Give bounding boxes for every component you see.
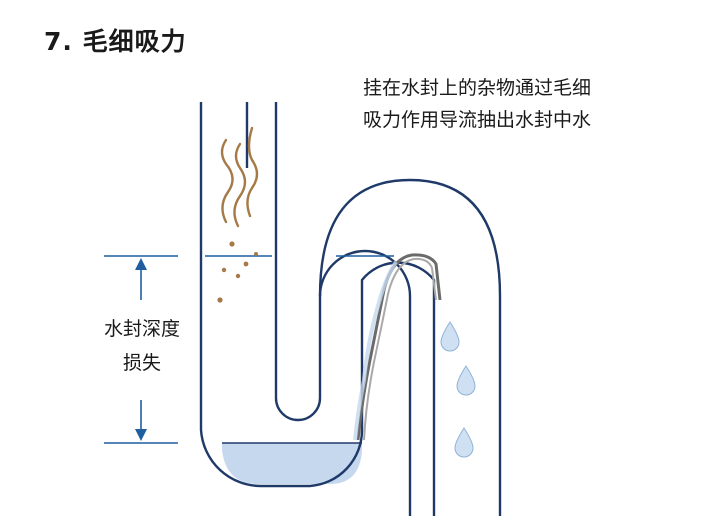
debris-particle: [229, 241, 235, 247]
droplet-icon: [456, 365, 476, 396]
droplet-icon: [440, 321, 460, 352]
odor-wave-2: [233, 142, 247, 228]
debris-wick-wet: [353, 260, 398, 441]
page-title: 7. 毛细吸力: [44, 27, 187, 56]
caption-line-2: 吸力作用导流抽出水封中水: [363, 109, 592, 131]
pipe-outer-crown: [318, 178, 502, 516]
debris-particle: [217, 297, 223, 303]
loss-label-line-1: 水封深度: [103, 318, 180, 340]
debris-wick-light: [363, 257, 437, 441]
debris-particle: [254, 252, 258, 256]
trap-water: [222, 443, 362, 484]
debris-particle: [243, 261, 249, 267]
odor-wave-1: [220, 138, 234, 224]
water-seal-depth-loss-label: 水封深度 损失: [88, 312, 196, 380]
measure-up-arrow-icon: [135, 258, 147, 270]
pipe-outer-wall: [199, 102, 436, 516]
droplet-icon: [454, 427, 474, 458]
odor-wave-3: [246, 126, 259, 218]
debris-particle: [235, 273, 241, 279]
loss-label-line-2: 损失: [122, 352, 161, 374]
caption: 挂在水封上的杂物通过毛细 吸力作用导流抽出水封中水: [363, 72, 693, 136]
measure-down-arrow-icon: [135, 429, 147, 441]
debris-particle: [221, 267, 227, 273]
caption-line-1: 挂在水封上的杂物通过毛细: [363, 77, 592, 99]
